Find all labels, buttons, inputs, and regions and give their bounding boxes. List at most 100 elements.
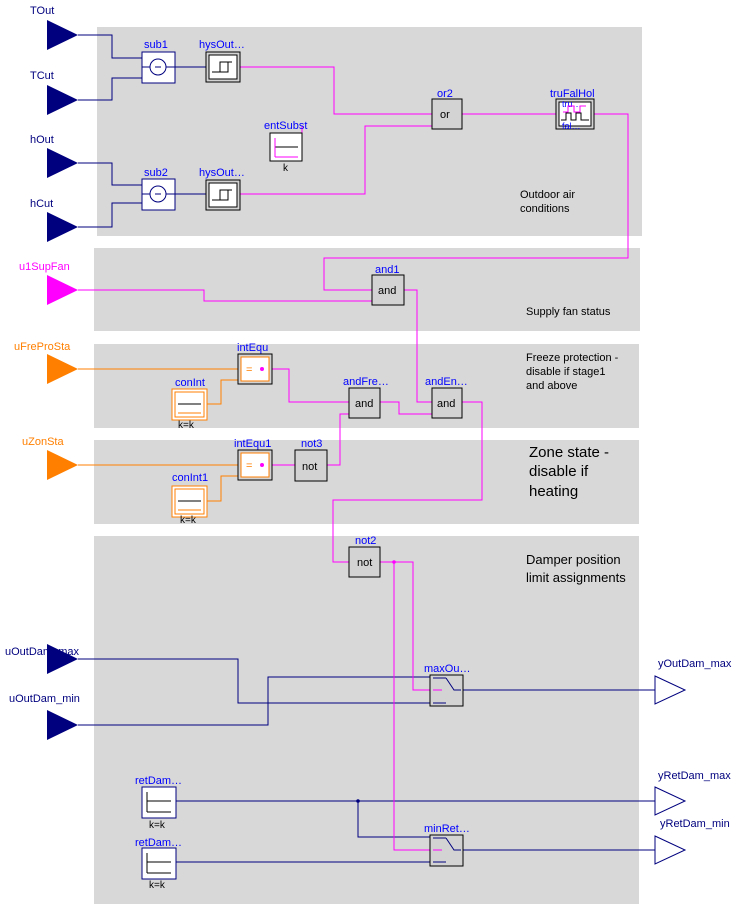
equal-icon-frame	[240, 356, 270, 382]
block-retDam2[interactable]: retDam… k=k	[135, 837, 182, 891]
wire-intEqu-andFre	[272, 368, 349, 403]
block-andFre[interactable]: andFre… and	[343, 376, 389, 419]
input-uOutDam_max: uOutDam_max	[5, 644, 79, 674]
panel-label-fan: Supply fan status	[526, 306, 611, 318]
input-label: hCut	[30, 198, 53, 210]
input-connector-icon	[47, 644, 78, 674]
block-body	[371, 274, 405, 306]
block-intEqu1[interactable]: intEqu1 =	[234, 438, 273, 481]
real-connections	[78, 34, 655, 863]
panel-label-freeze-line3: and above	[526, 380, 577, 392]
block-maxOu[interactable]: maxOu…	[424, 663, 470, 707]
block-operator: or	[440, 109, 450, 121]
pulse-wave-icon	[561, 112, 589, 121]
hysteresis-icon-frame	[208, 54, 238, 80]
output-label: yOutDam_max	[658, 658, 732, 670]
block-operator: =	[246, 364, 252, 376]
wire-not2-minRet	[393, 562, 430, 851]
block-parameter: k=k	[178, 420, 195, 431]
equal-icon-frame	[240, 452, 270, 478]
input-label: uFreProSta	[14, 341, 71, 353]
switch-icon	[445, 677, 461, 691]
block-label: and1	[375, 264, 399, 276]
block-label: minRet…	[424, 823, 470, 835]
output-dot-icon	[260, 367, 264, 371]
block-intEqu[interactable]: intEqu =	[237, 342, 273, 385]
wire-and1-andEn	[404, 289, 432, 403]
block-label: entSubst	[264, 120, 307, 132]
input-connector-icon	[47, 212, 78, 242]
input-uZonSta: uZonSta	[22, 436, 78, 480]
wire-uOutDam_min-maxOut	[78, 676, 430, 726]
block-label: or2	[437, 88, 453, 100]
block-label: hysOut…	[199, 167, 245, 179]
wire-not2-maxOut	[380, 561, 430, 691]
block-operator: =	[246, 460, 252, 472]
panel-label-freeze-line1: Freeze protection -	[526, 352, 619, 364]
block-body	[141, 786, 177, 819]
wire-hCut-sub2	[78, 202, 142, 228]
block-entSubst[interactable]: entSubst k	[264, 120, 307, 174]
input-uFreProSta: uFreProSta	[14, 341, 78, 384]
block-label: retDam…	[135, 837, 182, 849]
block-body	[348, 546, 381, 578]
output-connector-icon	[654, 835, 687, 865]
block-operator: and	[378, 285, 396, 297]
block-andEn[interactable]: andEn… and	[425, 376, 468, 419]
block-conInt1[interactable]: conInt1 k=k	[171, 472, 208, 526]
block-label: not3	[301, 438, 322, 450]
wire-andEn-not2	[332, 401, 483, 563]
panel-damper-position	[94, 536, 639, 904]
wire-TOut-sub1	[78, 34, 142, 59]
block-hysOut1[interactable]: hysOut…	[199, 39, 245, 83]
block-label: sub2	[144, 167, 168, 179]
panel-label-zone-line2: disable if	[529, 463, 589, 480]
input-label: TOut	[30, 5, 54, 17]
output-connector-icon	[654, 675, 687, 705]
block-sub1[interactable]: sub1	[141, 39, 176, 84]
block-not2[interactable]: not2 not	[348, 535, 381, 578]
block-operator: and	[355, 398, 373, 410]
input-label: u1SupFan	[19, 261, 70, 273]
block-not3[interactable]: not3 not	[294, 438, 328, 482]
input-TOut: TOut	[30, 5, 78, 50]
output-label: yRetDam_max	[658, 770, 731, 782]
block-and1[interactable]: and1 and	[371, 264, 405, 306]
block-false-label: fal…	[562, 121, 581, 131]
output-dot-icon	[260, 463, 264, 467]
block-true-label: tru…	[562, 99, 582, 109]
block-label: andFre…	[343, 376, 389, 388]
block-truFalHol[interactable]: truFalHol tru… fal…	[550, 88, 595, 131]
block-or2[interactable]: or2 or	[431, 88, 463, 130]
block-label: conInt1	[172, 472, 208, 484]
block-conInt[interactable]: conInt k=k	[171, 377, 208, 431]
input-label: hOut	[30, 134, 54, 146]
input-label: uZonSta	[22, 436, 64, 448]
junction-not2	[392, 560, 396, 564]
panel-label-outdoor-line1: Outdoor air	[520, 189, 575, 201]
wire-u1SupFan-and1	[78, 289, 372, 302]
block-label: intEqu	[237, 342, 268, 354]
input-label: TCut	[30, 70, 54, 82]
block-label: truFalHol	[550, 88, 595, 100]
wire-hOut-sub2	[78, 162, 142, 186]
wire-retDam1-minRet	[357, 801, 430, 838]
junction-retDam	[356, 799, 360, 803]
panel-label-outdoor-line2: conditions	[520, 203, 570, 215]
block-parameter: k=k	[180, 515, 197, 526]
block-hysOut2[interactable]: hysOut…	[199, 167, 245, 211]
input-label: uOutDam_max	[5, 646, 79, 658]
wire-hysOut2-or2	[240, 125, 432, 195]
wire-truFalHol-and1	[323, 113, 629, 291]
block-body	[431, 98, 463, 130]
block-retDam1[interactable]: retDam… k=k	[135, 775, 182, 831]
output-yRetDam_min: yRetDam_min	[654, 818, 730, 865]
block-minRet[interactable]: minRet…	[424, 823, 470, 867]
block-sub2[interactable]: sub2	[141, 167, 176, 211]
hysteresis-icon	[216, 62, 229, 73]
block-body	[431, 387, 463, 419]
wire-conInt1-intEqu1	[207, 475, 238, 502]
wire-TCut-sub1	[78, 77, 142, 101]
panel-outdoor-air-conditions	[97, 27, 642, 236]
panel-label-freeze-line2: disable if stage1	[526, 366, 606, 378]
